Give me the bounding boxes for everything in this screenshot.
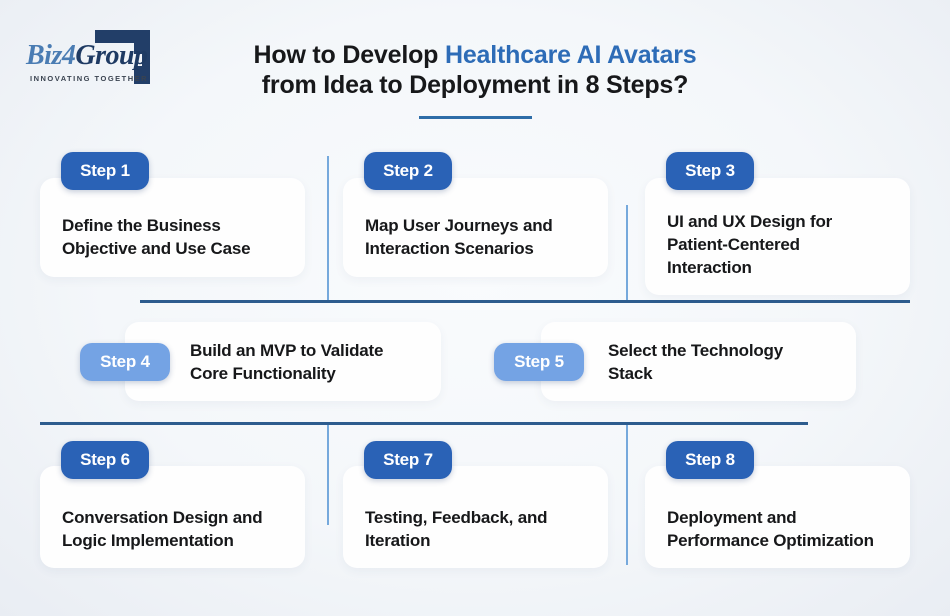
step-card-6: Conversation Design and Logic Implementa… — [40, 466, 305, 568]
step-card-1: Define the Business Objective and Use Ca… — [40, 178, 305, 277]
step-badge-2: Step 2 — [364, 152, 452, 190]
step-card-5: Select the Technology Stack — [541, 322, 856, 401]
brand-logo: Biz4Group INNOVATING TOGETHER — [0, 0, 190, 100]
step-description: Testing, Feedback, and Iteration — [365, 508, 548, 550]
step-card-2: Map User Journeys and Interaction Scenar… — [343, 178, 608, 277]
logo-word-biz: Biz — [26, 40, 62, 71]
step-card-3: UI and UX Design for Patient-Centered In… — [645, 178, 910, 295]
logo-word-four: 4 — [61, 40, 76, 71]
title-prefix: How to Develop — [253, 41, 445, 69]
step-badge-3: Step 3 — [666, 152, 754, 190]
connector-horizontal-2 — [40, 422, 808, 425]
step-description: Deployment and Performance Optimization — [667, 508, 874, 550]
step-badge-7: Step 7 — [364, 441, 452, 479]
logo-bracket-icon — [134, 30, 150, 54]
step-badge-6: Step 6 — [61, 441, 149, 479]
connector-horizontal-1 — [140, 300, 910, 303]
step-card-8: Deployment and Performance Optimization — [645, 466, 910, 568]
title-line2: from Idea to Deployment in 8 Steps? — [261, 71, 689, 99]
title-highlight: Healthcare AI Avatars — [444, 41, 697, 69]
step-card-4: Build an MVP to Validate Core Functional… — [125, 322, 441, 401]
step-description: UI and UX Design for Patient-Centered In… — [667, 212, 833, 277]
step-description: Select the Technology Stack — [608, 341, 783, 383]
step-description: Build an MVP to Validate Core Functional… — [190, 341, 384, 383]
step-description: Conversation Design and Logic Implementa… — [62, 508, 263, 550]
step-description: Map User Journeys and Interaction Scenar… — [365, 216, 553, 258]
logo-bracket-icon — [134, 66, 150, 84]
step-badge-1: Step 1 — [61, 152, 149, 190]
step-card-7: Testing, Feedback, and Iteration — [343, 466, 608, 568]
logo-bracket-icon — [142, 54, 150, 66]
step-badge-8: Step 8 — [666, 441, 754, 479]
logo-word-group: Group — [75, 40, 148, 71]
connector-vertical-row3-left — [327, 425, 329, 525]
connector-vertical-row1-right — [626, 205, 628, 300]
logo-tagline: INNOVATING TOGETHER — [30, 74, 149, 83]
step-description: Define the Business Objective and Use Ca… — [62, 216, 251, 258]
logo-wordmark: Biz4Group — [26, 40, 148, 72]
page-title: How to Develop Healthcare AI Avatars fro… — [230, 40, 720, 100]
step-badge-5: Step 5 — [494, 343, 584, 381]
title-underline — [419, 116, 532, 119]
connector-vertical-row1-left — [327, 156, 329, 300]
step-badge-4: Step 4 — [80, 343, 170, 381]
connector-vertical-row3-right — [626, 425, 628, 565]
